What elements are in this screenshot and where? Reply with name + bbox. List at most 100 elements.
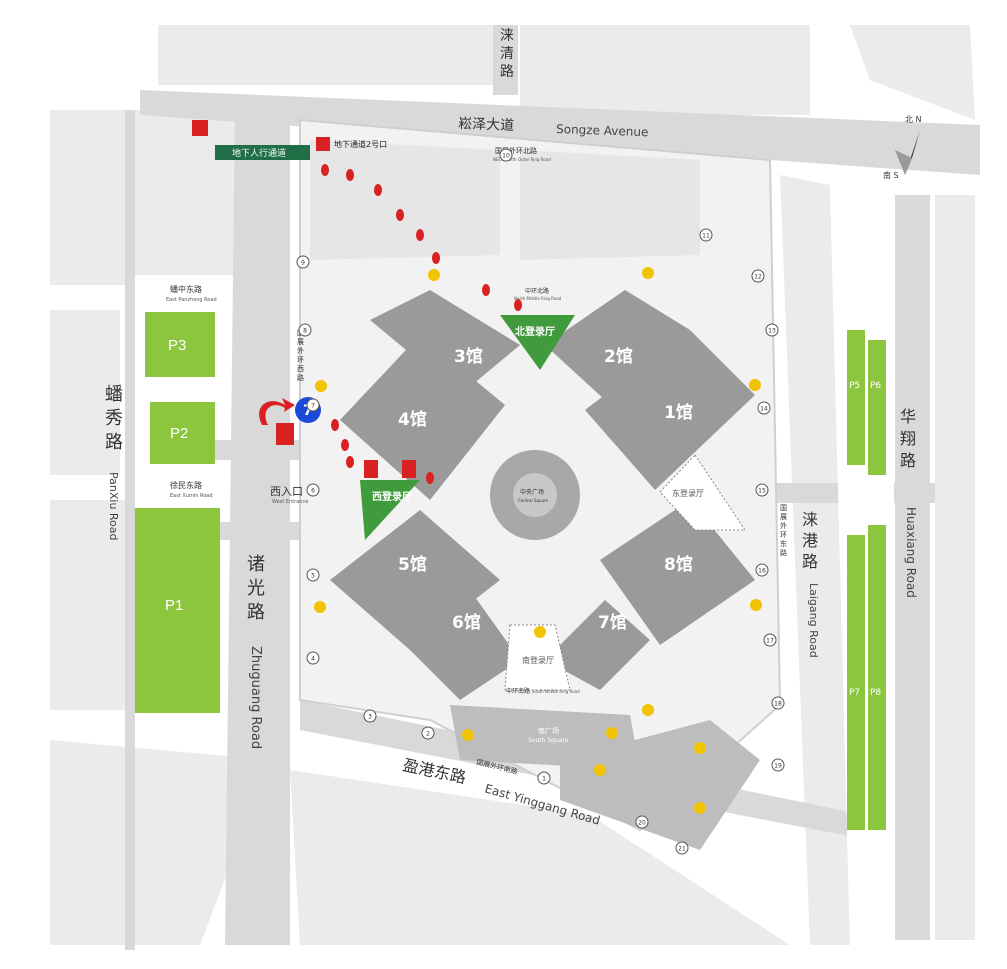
gate-number: 2: [426, 731, 430, 738]
south-square-label-en: South Square: [528, 737, 569, 744]
road-label-outer-north-en: NECC North Outer Ring Road: [493, 157, 551, 162]
entrances: 西入口 West Entrance 南广场 South Square: [270, 485, 569, 744]
parking-icon: [315, 380, 327, 392]
city-blocks: [50, 25, 975, 945]
parking-label: P2: [170, 425, 188, 442]
west-lobby-label: 西登录厅: [372, 490, 412, 503]
halls: [330, 290, 755, 700]
road-label-mid-north: 中环北路: [525, 287, 549, 295]
gate-number: 6: [311, 488, 315, 495]
gate-number: 4: [311, 656, 315, 663]
gate-marker: [635, 815, 649, 829]
parking-label: P3: [168, 337, 186, 354]
west-lobby-shape: [360, 480, 420, 540]
gate-marker: [755, 563, 769, 577]
gate-marker: [537, 771, 551, 785]
hall-label: 5馆: [398, 554, 427, 575]
gate-number: 12: [754, 274, 762, 281]
parking-icon: [314, 601, 326, 613]
hall-label: 2馆: [604, 346, 633, 367]
gate-marker: [755, 483, 769, 497]
hall-1-shape: [585, 330, 755, 490]
hall-8-shape: [600, 500, 755, 645]
parking-label: P6: [870, 381, 881, 391]
footprint-icon: [416, 229, 424, 241]
hall-5-shape: [330, 510, 500, 650]
parking-label: P8: [870, 688, 881, 698]
parking-icon: [750, 599, 762, 611]
gate-number: 16: [758, 568, 766, 575]
walking-route: [321, 164, 522, 484]
gate-marker: [306, 651, 320, 665]
footprint-icon: [482, 284, 490, 296]
gate-number: 11: [702, 233, 710, 240]
gate-marker: [306, 568, 320, 582]
road-label-panzhong-en: East Panzhong Road: [166, 297, 217, 303]
gate-marker: [771, 696, 785, 710]
road-label-xumin-en: East Xumin Road: [170, 493, 213, 499]
hall-label: 7馆: [598, 612, 627, 633]
parking-icon: [534, 626, 546, 638]
gate-number: 14: [760, 406, 768, 413]
road-label-mid-north-en: North Middle Ring Road: [514, 296, 562, 301]
compass-north-label: 北 N: [905, 115, 922, 124]
metro-exit-icon: [192, 120, 208, 136]
hall-3-shape: [370, 290, 520, 395]
gate-marker: [699, 228, 713, 242]
road-label-laiqing: 涞清路: [500, 28, 514, 80]
gate-number: 5: [311, 573, 315, 580]
road-label-outer-east: 国展外环东路: [780, 504, 787, 557]
parking-icon: [642, 704, 654, 716]
gate-number: 15: [758, 488, 766, 495]
road-label-panzhong: 蟠中东路: [170, 284, 202, 294]
gate-number: 18: [774, 701, 782, 708]
gate-marker: [306, 483, 320, 497]
parking-label: P5: [849, 381, 860, 391]
north-lobby-label: 北登录厅: [515, 325, 555, 338]
parking-icon: [428, 269, 440, 281]
footprint-icon: [341, 439, 349, 451]
footprint-icon: [426, 472, 434, 484]
gate-number: 13: [768, 328, 776, 335]
gate-number: 1: [542, 776, 546, 783]
road-label-panxiu-en: PanXiu Road: [107, 472, 120, 541]
east-lobby-shape: [659, 454, 746, 531]
road-label-zhuguang: 诸光路: [247, 554, 265, 623]
metro-line-number: 7: [303, 403, 313, 419]
central-square-label-en: Central Square: [518, 498, 548, 503]
parking-icon: [606, 727, 618, 739]
lobbies: 北登录厅 西登录厅 东登录厅 南登录厅: [360, 315, 746, 691]
east-lobby-label: 东登录厅: [672, 488, 704, 498]
road-label-laigang: 涞港路: [802, 510, 818, 571]
parking-icon: [642, 267, 654, 279]
central-square-label: 中央广场: [520, 488, 544, 496]
gate-number: 3: [368, 714, 372, 721]
compass-south-label: 南 S: [883, 170, 899, 180]
central-square: 中央广场 Central Square: [490, 450, 580, 540]
hall-label: 8馆: [664, 554, 693, 575]
north-lobby-shape: [500, 315, 575, 370]
gate-number: 7: [311, 403, 315, 410]
road-label-songze: 崧泽大道: [458, 116, 515, 134]
road-label-outer-west: 国展外环西路: [297, 329, 304, 382]
hall-label: 3馆: [454, 346, 483, 367]
gate-marker: [296, 255, 310, 269]
parking-label: P7: [849, 688, 860, 698]
underpass-exit-label: 地下通道2号口: [334, 139, 387, 149]
gate-marker: [421, 726, 435, 740]
road-label-huaxiang: 华翔路: [900, 407, 916, 470]
footprint-icon: [396, 209, 404, 221]
gate-number: 19: [774, 763, 782, 770]
gate-marker: [763, 633, 777, 647]
footprint-icon: [346, 456, 354, 468]
gate-marker: [771, 758, 785, 772]
parking-markers: [314, 267, 762, 814]
road-label-outer-north: 国展外环北路: [495, 146, 537, 155]
compass: 北 N 南 S: [883, 115, 922, 180]
metro-exit-icon: [364, 460, 378, 478]
gate-number: 17: [766, 638, 774, 645]
footprint-icon: [321, 164, 329, 176]
footprint-icon: [432, 252, 440, 264]
metro-exit-icon: [316, 137, 330, 151]
